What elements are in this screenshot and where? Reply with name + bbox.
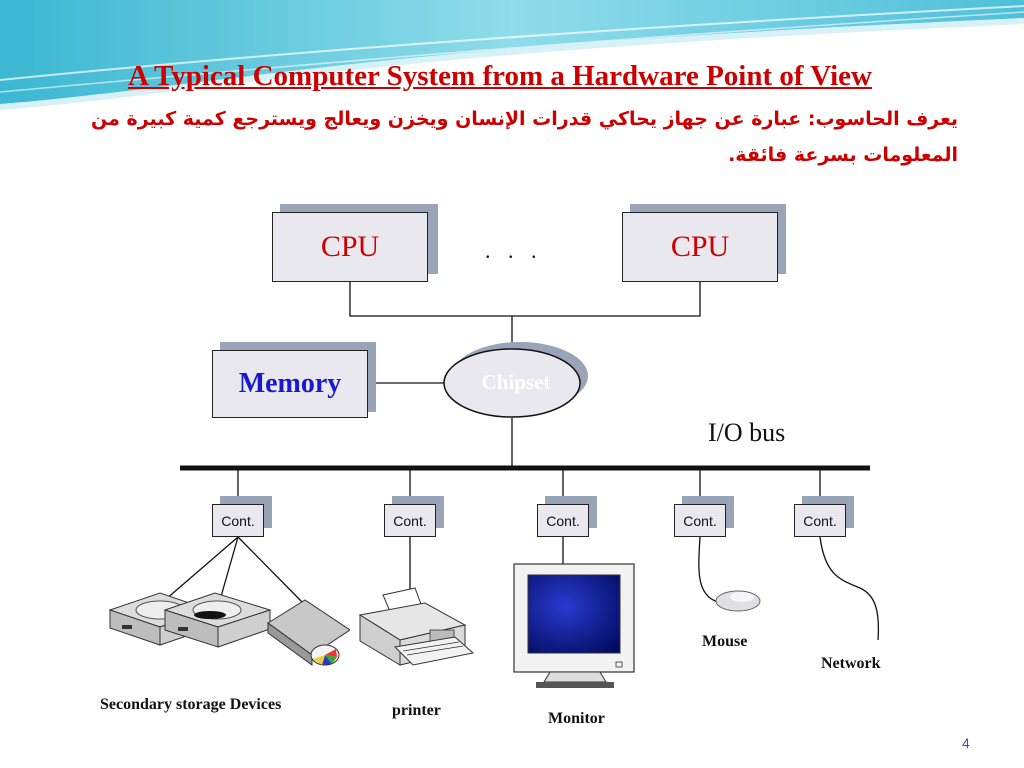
monitor-icon xyxy=(513,563,635,688)
cpu-left-box: CPU xyxy=(272,212,428,282)
cpu-left-label: CPU xyxy=(320,230,380,263)
cpu-right-label: CPU xyxy=(670,230,730,263)
storage-devices-icon xyxy=(108,592,350,666)
printer-caption: printer xyxy=(392,702,441,719)
controller-4: Cont. xyxy=(674,504,726,537)
slide-title: A Typical Computer System from a Hardwar… xyxy=(127,60,873,92)
monitor-caption: Monitor xyxy=(548,710,605,727)
arabic-definition: يعرف الحاسوب: عبارة عن جهاز يحاكي قدرات … xyxy=(91,108,958,166)
cpu-ellipsis: . . . xyxy=(485,238,543,263)
controller-4-label: Cont. xyxy=(683,512,717,529)
mouse-caption: Mouse xyxy=(702,633,748,650)
controller-1-label: Cont. xyxy=(221,512,255,529)
memory-label: Memory xyxy=(238,368,342,399)
controller-2-label: Cont. xyxy=(393,512,427,529)
cpu-right-box: CPU xyxy=(622,212,778,282)
controller-3: Cont. xyxy=(537,504,589,537)
memory-box: Memory xyxy=(212,350,368,418)
controller-3-label: Cont. xyxy=(546,512,580,529)
printer-icon xyxy=(358,587,475,666)
mouse-icon xyxy=(715,590,761,612)
page-number: 4 xyxy=(962,735,970,751)
chipset-label: Chipset xyxy=(481,370,551,394)
header-wave-decoration xyxy=(0,0,1024,110)
io-bus-label: I/O bus xyxy=(708,418,786,447)
controller-5-label: Cont. xyxy=(803,512,837,529)
storage-caption: Secondary storage Devices xyxy=(100,696,282,713)
controller-2: Cont. xyxy=(384,504,436,537)
controller-5: Cont. xyxy=(794,504,846,537)
network-caption: Network xyxy=(821,655,881,672)
controller-1: Cont. xyxy=(212,504,264,537)
chipset-ellipse xyxy=(443,342,588,418)
